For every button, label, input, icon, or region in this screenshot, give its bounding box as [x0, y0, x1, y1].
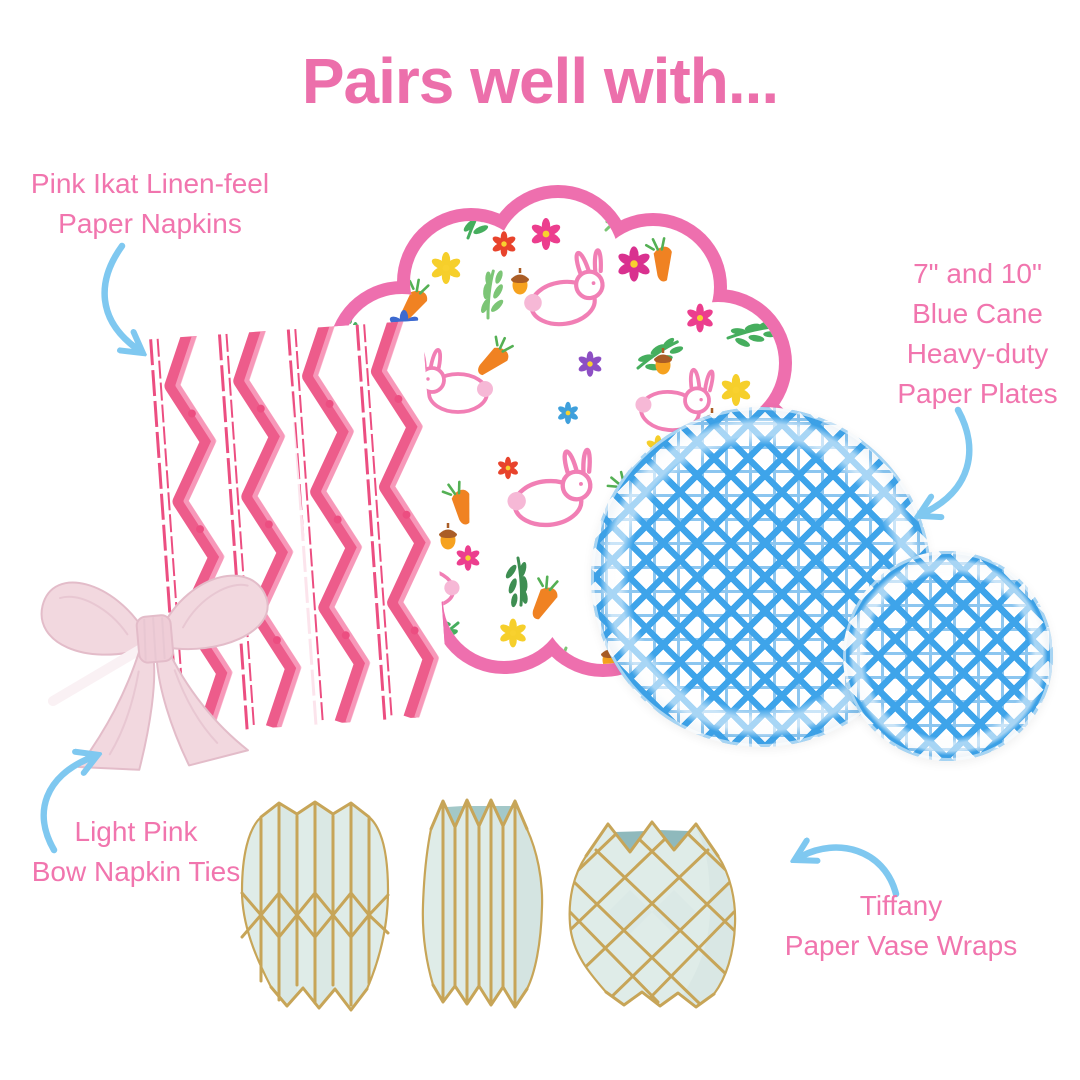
- plates-label-line: Heavy-duty: [906, 338, 1049, 369]
- paper-vase-wrap-image-3: [568, 820, 737, 1009]
- plates-label-line: Paper Plates: [897, 378, 1058, 409]
- vase-wraps-label: Tiffany Paper Vase Wraps: [765, 886, 1037, 966]
- curved-arrow-icon: [900, 406, 973, 527]
- napkins-label-line: Pink Ikat Linen-feel: [30, 168, 270, 199]
- napkins-label-line: Paper Napkins: [58, 208, 242, 239]
- curved-arrow-icon: [792, 832, 900, 898]
- pink-velvet-bow-image: [40, 574, 269, 771]
- blue-cane-paper-plate-small-image: [843, 551, 1053, 761]
- napkins-label: Pink Ikat Linen-feel Paper Napkins: [5, 164, 295, 244]
- vase-wraps-label-line: Paper Vase Wraps: [784, 930, 1018, 961]
- bow-ties-label: Light Pink Bow Napkin Ties: [0, 812, 272, 892]
- vase-wraps-label-line: Tiffany: [859, 890, 943, 921]
- page-title: Pairs well with...: [301, 45, 779, 117]
- paper-vase-wrap-image-1: [240, 800, 390, 1012]
- plates-label: 7" and 10" Blue Cane Heavy-duty Paper Pl…: [845, 254, 1080, 414]
- bow-ties-label-line: Bow Napkin Ties: [31, 856, 241, 887]
- bow-ties-label-line: Light Pink: [74, 816, 198, 847]
- plates-label-line: 7" and 10": [913, 258, 1042, 289]
- paper-vase-wrap-image-2: [421, 798, 544, 1009]
- curved-arrow-icon: [40, 748, 113, 854]
- curved-arrow-icon: [101, 242, 172, 363]
- plates-label-line: Blue Cane: [912, 298, 1043, 329]
